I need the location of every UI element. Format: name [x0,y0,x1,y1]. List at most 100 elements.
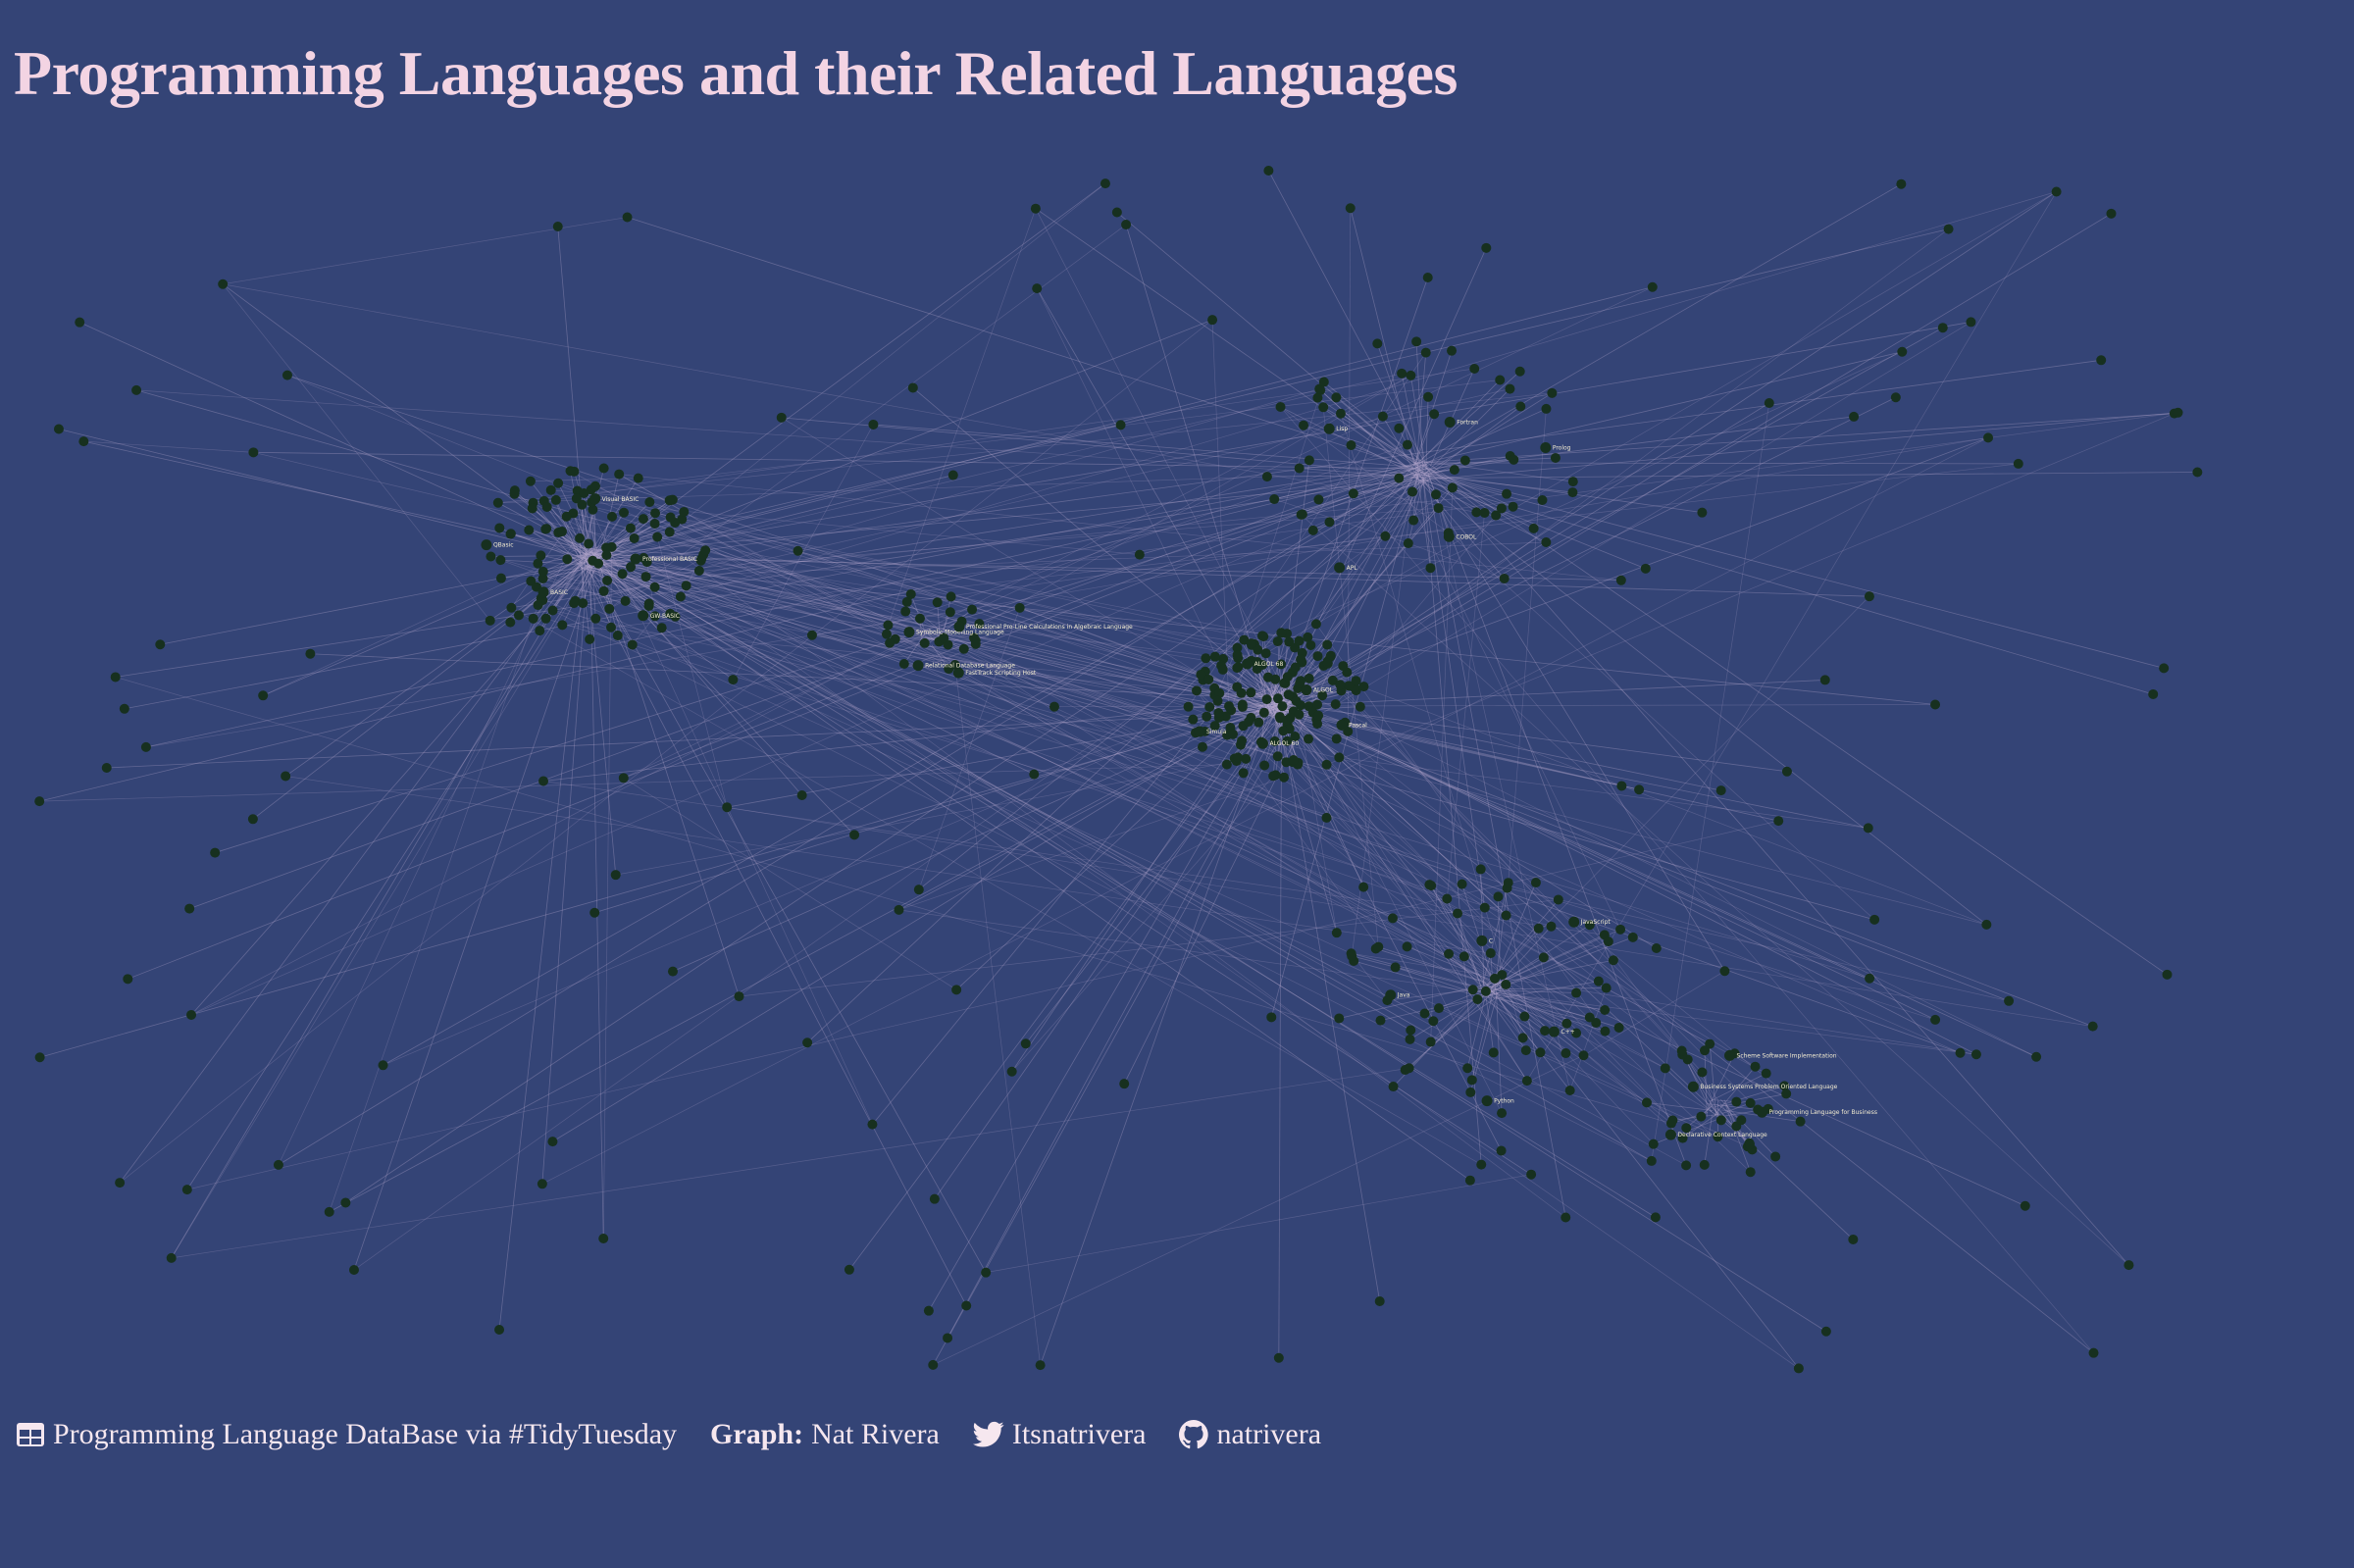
graph-node [1277,701,1288,712]
graph-node [1687,1081,1699,1092]
graph-edge [580,556,1532,1176]
graph-node [900,606,911,617]
graph-edge [1710,1110,1750,1144]
graph-edge [602,546,612,1239]
graph-edge [1651,402,1770,1161]
graph-edge [939,641,1278,757]
graph-node [537,1179,547,1189]
graph-node [1288,754,1299,765]
graph-node [1351,676,1361,686]
graph-node [1561,1018,1572,1029]
graph-node [1731,1096,1742,1107]
graph-node [1233,752,1244,763]
graph-edge [190,564,591,1016]
graph-node [1429,409,1440,420]
graph-node [970,638,981,649]
graph-edge [872,462,1417,1125]
node-label: QBasic [493,542,514,549]
graph-edge [1425,396,1429,472]
graph-edge [1053,704,1936,708]
graph-node [939,632,949,643]
graph-edge [541,437,1989,1185]
graph-node [1457,879,1467,889]
graph-node [883,620,894,631]
graph-edge [739,899,1559,997]
graph-edge [171,559,585,1259]
graph-edge [596,556,1621,582]
graph-node [1228,729,1239,739]
graph-edge [1036,287,1222,666]
graph-node [1526,1169,1537,1180]
graph-edge [1268,664,1282,712]
node-label: FastTrack Scripting Host [965,670,1037,677]
graph-edge [1301,480,1432,516]
graph-edge [329,701,1282,1213]
graph-edge [1011,776,1274,1072]
graph-node [1471,507,1482,518]
graph-edge [1326,413,2175,766]
graph-node [1591,1018,1602,1029]
graph-node [1697,1067,1708,1078]
graph-edge [1709,1043,1717,1117]
graph-edge [500,565,597,580]
graph-node [155,639,166,650]
graph-edge [623,778,957,990]
graph-node [1313,710,1324,721]
graph-node [1613,1022,1624,1033]
graph-edge [654,512,1296,648]
graph-node [258,690,269,701]
graph-edge [583,561,634,645]
graph-node [1307,525,1318,535]
graph-node [1567,487,1578,498]
graph-edge [932,474,1427,1366]
graph-node [885,637,896,648]
source-credit[interactable]: Programming Language DataBase via #TidyT… [16,1418,677,1451]
graph-edge [145,467,1415,748]
graph-edge [1466,997,1486,1069]
graph-edge [873,424,1420,469]
graph-node [638,610,649,622]
graph-edge [1407,946,1498,984]
graph-node [1269,735,1280,746]
graph-node [584,538,594,549]
graph-node [961,1300,972,1311]
graph-edge [1258,722,1448,899]
graph-node [324,1206,334,1217]
graph-node [967,604,978,615]
graph-node [1014,602,1025,613]
graph-node [533,600,543,611]
graph-node [557,620,568,631]
graph-node [1243,717,1254,728]
twitter-credit[interactable]: Itsnatrivera [972,1418,1146,1451]
graph-edge [1301,514,2129,1266]
graph-edge [253,451,1429,470]
graph-edge [286,375,1269,699]
graph-node [1203,674,1214,684]
graph-edge [582,551,612,628]
graph-node [1520,1045,1531,1056]
graph-node [1535,1047,1546,1058]
graph-node [1402,941,1412,952]
graph-edge [278,502,592,1166]
graph-edge [1719,1098,1776,1157]
graph-edge [1420,472,1703,514]
graph-node [1863,823,1873,834]
graph-node [1121,220,1132,230]
graph-node [1294,709,1305,720]
graph-edge [1704,1114,1713,1165]
graph-node [1020,1038,1031,1049]
graph-node [184,903,195,914]
graph-edge [588,553,1411,1031]
graph-node [281,370,292,380]
github-credit[interactable]: natrivera [1179,1418,1321,1451]
graph-node [1204,702,1215,713]
graph-edge [1419,388,1510,480]
graph-edge [584,556,987,1273]
graph-edge [947,476,1413,1339]
graph-node [1715,785,1726,796]
graph-edge [1414,469,1534,530]
graph-node [1584,1012,1595,1023]
graph-node [1419,1008,1430,1019]
graph-node [1697,507,1708,518]
